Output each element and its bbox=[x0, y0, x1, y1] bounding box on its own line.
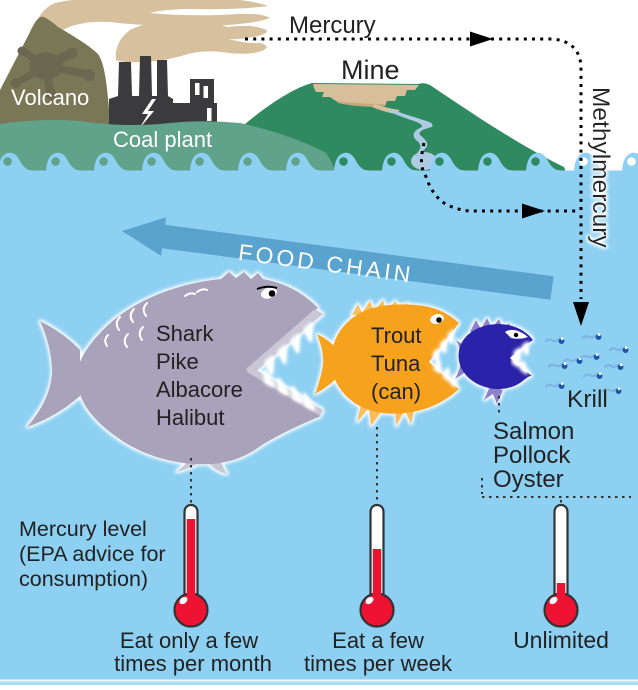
svg-text:Shark: Shark bbox=[156, 321, 214, 346]
svg-text:consumption): consumption) bbox=[19, 567, 148, 591]
svg-text:Volcano: Volcano bbox=[11, 85, 89, 110]
svg-text:Pike: Pike bbox=[156, 349, 199, 374]
svg-text:Mercury level: Mercury level bbox=[19, 517, 147, 541]
svg-text:Tuna: Tuna bbox=[371, 351, 421, 376]
svg-text:Mercury: Mercury bbox=[289, 12, 376, 39]
svg-text:Eat a few: Eat a few bbox=[332, 628, 424, 653]
svg-text:times per week: times per week bbox=[304, 651, 453, 676]
svg-text:Trout: Trout bbox=[371, 323, 422, 348]
svg-text:Oyster: Oyster bbox=[493, 466, 564, 493]
svg-text:Salmon: Salmon bbox=[493, 418, 574, 445]
svg-text:Methylmercury: Methylmercury bbox=[587, 87, 614, 248]
svg-text:Unlimited: Unlimited bbox=[513, 627, 609, 653]
svg-text:Eat only a few: Eat only a few bbox=[120, 628, 258, 653]
svg-text:Krill: Krill bbox=[567, 386, 608, 413]
svg-text:Coal plant: Coal plant bbox=[113, 127, 212, 152]
svg-text:Pollock: Pollock bbox=[493, 442, 571, 469]
svg-text:(EPA advice for: (EPA advice for bbox=[19, 542, 166, 566]
svg-text:Mine: Mine bbox=[341, 55, 400, 85]
svg-text:Halibut: Halibut bbox=[156, 405, 224, 430]
svg-text:(can): (can) bbox=[371, 379, 421, 404]
svg-text:times per month: times per month bbox=[114, 651, 272, 676]
svg-text:Albacore: Albacore bbox=[156, 377, 243, 402]
